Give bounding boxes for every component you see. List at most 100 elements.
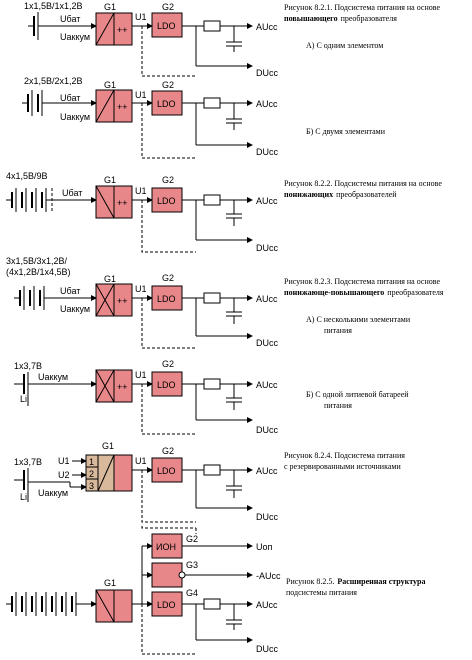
filter-capacitor <box>226 298 242 324</box>
caption-text: Рисунок 8.2.2. Подсистемы питания на осн… <box>284 179 442 188</box>
battery-icon <box>28 12 50 40</box>
u1-label: U1 <box>135 456 147 466</box>
ducc-label: DUcc <box>256 243 278 253</box>
minus-aucc-label: -AUcc <box>256 571 281 581</box>
g3-label: G3 <box>186 560 198 570</box>
buck-marker: ++ <box>117 198 128 208</box>
battery-icon <box>6 592 84 616</box>
aucc-label: AUcc <box>256 294 278 304</box>
source-label: 1x3,7B <box>14 457 42 467</box>
diagram-extended-structure: G1 G2 ИОН Uоп G3 -AUcc G4 LDO AUcc <box>6 526 281 655</box>
uakkum-label: Uаккум <box>38 488 68 498</box>
uop-label: Uоп <box>256 542 273 552</box>
inverter-output-icon <box>178 571 186 579</box>
ducc-label: DUcc <box>256 68 278 78</box>
u1-label: U1 <box>135 370 147 380</box>
filter-capacitor <box>226 103 242 130</box>
caption-8-2-4-line2: с резервированными источниками <box>284 462 401 471</box>
converter-block <box>113 454 133 492</box>
u1-label: U1 <box>135 284 147 294</box>
u1-label: U1 <box>135 186 147 196</box>
selector-input-1: 1 <box>89 457 94 467</box>
source-label: 4x1,5B/9B <box>6 171 48 181</box>
caption-8-2-5: Рисунок 8.2.5.Расширенная структура <box>286 577 426 586</box>
caption-8-2-3-b: Б) С одной литиевой батареей <box>306 390 409 399</box>
caption-text: Рисунок 8.2.5. <box>286 577 334 586</box>
g2-label: G2 <box>162 2 174 12</box>
filter-capacitor <box>226 384 242 410</box>
uakkum-label: Uаккум <box>60 112 90 122</box>
g1-label: G1 <box>104 175 116 185</box>
ion-label: ИОН <box>156 542 176 552</box>
diagram-boost-two-cells: 2x1,5B/2x1,2B Uбат Uаккум G1 ++ U1 G2 LD… <box>22 76 278 159</box>
g1-label: G1 <box>104 578 116 588</box>
ldo-regulator <box>151 591 183 617</box>
u1-label: U1 <box>135 90 147 100</box>
source-label: 2x1,5B/2x1,2B <box>24 76 83 86</box>
caption-8-2-3-a: А) С несколькими элементами <box>306 315 411 324</box>
caption-8-2-2: Рисунок 8.2.2. Подсистемы питания на осн… <box>284 179 442 188</box>
ubat-label: Uбат <box>62 188 82 198</box>
battery-icon <box>22 90 52 116</box>
ldo-label: LDO <box>157 600 176 610</box>
captions: Рисунок 8.2.1. Подсистема питания на осн… <box>284 3 444 597</box>
aucc-label: AUcc <box>256 22 278 32</box>
diagram-buck-boost-lithium: 1x3,7B Li Uаккум ++ U1 G2 LDO AUcc <box>14 359 278 435</box>
ldo-regulator <box>151 12 183 38</box>
ldo-label: LDO <box>157 466 176 476</box>
source-label: 1x3,7B <box>14 361 42 371</box>
caption-bold: понижающих <box>284 190 333 199</box>
g2-label: G2 <box>186 534 198 544</box>
diagram-buck-boost-multi-cell: 3x1,5B/3x1,2B/ (4x1,2B/1x4,5B) Uбат Uакк… <box>6 256 278 349</box>
filter-resistor <box>203 194 221 206</box>
caption-bold: повышающего <box>284 14 338 23</box>
ldo-regulator <box>151 90 183 116</box>
source-label: 3x1,5B/3x1,2B/ <box>6 256 68 266</box>
caption-8-2-1: Рисунок 8.2.1. Подсистема питания на осн… <box>284 3 440 12</box>
caption-8-2-3-b-line2: питания <box>324 401 352 410</box>
filter-resistor <box>203 20 221 32</box>
aucc-label: AUcc <box>256 380 278 390</box>
diagram-buck-converter: 4x1,5B/9B Uбат G1 ++ U1 G2 LDO AUcc <box>6 171 278 253</box>
ldo-label: LDO <box>157 294 176 304</box>
caption-8-2-3: Рисунок 8.2.3. Подсистема питания на осн… <box>284 277 440 286</box>
diagram-boost-single-cell: 1x1,5B/1x1,2B Uбат Uаккум G1 ++ U1 G2 LD… <box>24 1 278 78</box>
g2-label: G2 <box>162 446 174 456</box>
caption-bold: Расширенная структура <box>337 577 425 586</box>
caption-8-2-1-a: А) С одним элементом <box>306 41 383 50</box>
u2-input-label: U2 <box>58 470 70 480</box>
ducc-label: DUcc <box>256 644 278 654</box>
filter-capacitor <box>226 26 242 52</box>
ldo-label: LDO <box>157 196 176 206</box>
source-label-alt: (4x1,2B/1x4,5B) <box>6 267 71 277</box>
ducc-label: DUcc <box>256 338 278 348</box>
buck-boost-marker: ++ <box>117 296 128 306</box>
g1-label: G1 <box>102 441 114 451</box>
ducc-label: DUcc <box>256 147 278 157</box>
selector-input-3: 3 <box>89 481 94 491</box>
u1-input-label: U1 <box>58 456 70 466</box>
caption-text: преобразователя <box>341 14 398 23</box>
source-label: 1x1,5B/1x1,2B <box>24 1 83 11</box>
g2-label: G2 <box>162 80 174 90</box>
li-label: Li <box>20 394 27 404</box>
inverter <box>151 562 183 588</box>
filter-resistor <box>203 97 221 109</box>
buck-boost-marker: ++ <box>117 382 128 392</box>
caption-8-2-4: Рисунок 8.2.4. Подсистема питания <box>284 451 405 460</box>
filter-capacitor <box>226 604 242 630</box>
aucc-label: AUcc <box>256 466 278 476</box>
selector-input-2: 2 <box>89 469 94 479</box>
caption-8-2-1-b: Б) С двумя элементами <box>306 127 386 136</box>
g1-label: G1 <box>104 80 116 90</box>
ubat-label: Uбат <box>60 14 80 24</box>
u1-label: U1 <box>135 12 147 22</box>
ubat-label: Uбат <box>60 286 80 296</box>
g1-label: G1 <box>104 274 116 284</box>
ldo-regulator <box>151 187 183 213</box>
caption-text: Рисунок 8.2.1. Подсистема питания на осн… <box>284 3 440 12</box>
ducc-label: DUcc <box>256 512 278 522</box>
